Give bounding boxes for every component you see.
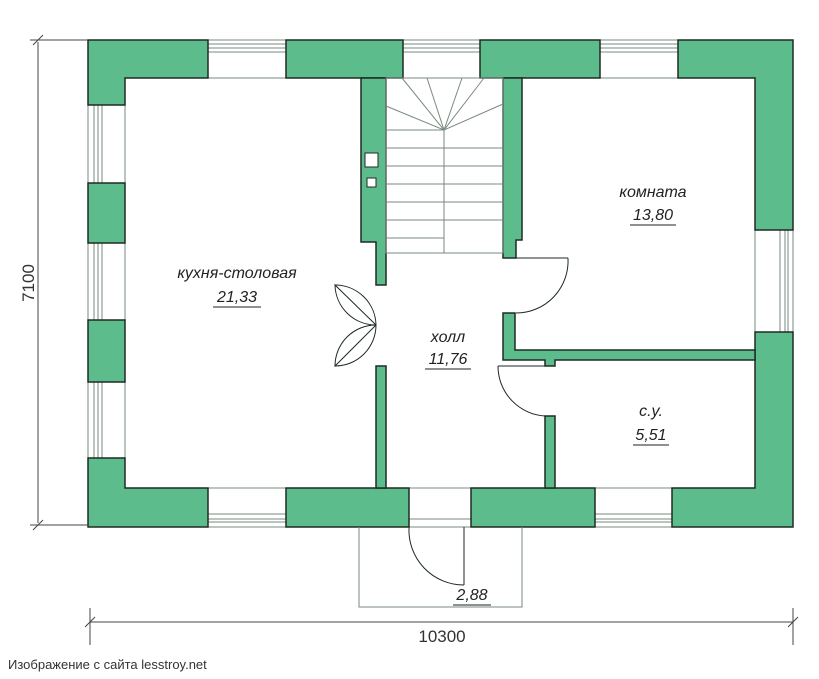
bathroom-area: 5,51 xyxy=(635,427,666,444)
wall-corner-top-left xyxy=(87,39,209,106)
kitchen-area: 21,33 xyxy=(216,289,257,306)
wall-bottom-2 xyxy=(285,487,410,528)
wall-corner-top-right xyxy=(677,39,794,231)
wall-left-2 xyxy=(87,319,126,383)
wall-bottom-3 xyxy=(470,487,596,528)
doors xyxy=(334,257,569,586)
wall-corner-bottom-right xyxy=(671,331,794,528)
wall-room-partition xyxy=(502,312,756,367)
room-name: комната xyxy=(619,184,686,201)
wall-stair-right xyxy=(502,77,523,259)
door-room xyxy=(515,257,569,314)
door-entrance xyxy=(408,526,465,586)
wall-corner-bottom-left xyxy=(87,457,209,528)
bathroom-name: с.у. xyxy=(639,403,663,420)
room-label-kitchen: кухня-столовая 21,33 xyxy=(177,265,297,308)
door-kitchen xyxy=(334,283,377,368)
porch-area: 2,88 xyxy=(455,587,487,604)
dimension-lines xyxy=(30,34,799,645)
dimension-width-label: 10300 xyxy=(418,627,465,646)
exterior-walls xyxy=(87,39,794,528)
wall-top-3 xyxy=(479,39,601,79)
interior-walls xyxy=(360,77,756,489)
room-label-bathroom: с.у. 5,51 xyxy=(633,403,669,446)
dimension-height-label: 7100 xyxy=(19,264,38,302)
room-area: 13,80 xyxy=(633,207,673,224)
windows xyxy=(93,43,789,523)
image-credit: Изображение с сайта lesstroy.net xyxy=(8,657,207,672)
porch xyxy=(358,527,523,608)
staircase xyxy=(385,77,504,254)
room-label-hall: холл 11,76 xyxy=(425,329,471,370)
wall-bathroom-left xyxy=(544,415,556,489)
kitchen-name: кухня-столовая xyxy=(177,265,297,282)
hall-name: холл xyxy=(430,329,465,346)
room-label-room: комната 13,80 xyxy=(619,184,687,226)
door-bathroom xyxy=(497,365,546,417)
wall-kitchen-hall-lower xyxy=(375,365,387,489)
hall-area: 11,76 xyxy=(429,351,468,368)
room-label-porch: 2,88 xyxy=(453,587,491,606)
chimney-niche xyxy=(364,152,379,188)
thin-outline xyxy=(87,39,794,528)
wall-top-2 xyxy=(285,39,404,79)
wall-left-1 xyxy=(87,182,126,244)
